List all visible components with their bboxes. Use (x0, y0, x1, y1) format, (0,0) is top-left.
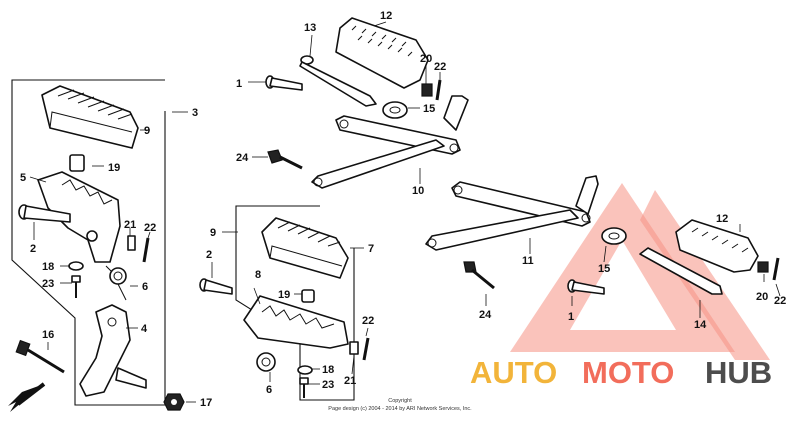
callout-24-top: 24 (236, 152, 249, 164)
pin-left-21 (127, 235, 136, 251)
callout-14: 14 (694, 319, 707, 331)
callout-21-left: 21 (124, 219, 136, 231)
callout-9-left: 9 (144, 125, 150, 137)
callout-9-mid: 9 (210, 227, 216, 239)
bolt-top-1 (265, 75, 303, 91)
callout-6-mid: 6 (266, 384, 272, 396)
callout-7: 7 (368, 243, 374, 255)
logo-triangle (510, 183, 735, 352)
right-assembly (425, 175, 780, 295)
washer-top-15 (382, 101, 408, 119)
copyright-notice: Copyright Page design (c) 2004 - 2014 by… (328, 398, 472, 412)
footpeg-rubber-right (675, 219, 759, 273)
logo-part-moto: MOTO (582, 355, 674, 390)
callout-20-top: 20 (420, 53, 432, 65)
copyright-line: Page design (c) 2004 - 2014 by ARI Netwo… (328, 406, 472, 412)
pin-top-13 (299, 55, 377, 107)
leader-lines (29, 21, 781, 403)
callout-23-left: 23 (42, 278, 54, 290)
pin-mid (199, 278, 233, 295)
pin-left (18, 204, 71, 223)
front-direction-arrow-icon (8, 382, 46, 412)
callout-22-left: 22 (144, 222, 156, 234)
callout-17: 17 (200, 397, 212, 409)
nut-left-17 (163, 393, 185, 411)
callout-22-mid: 22 (362, 315, 374, 327)
collar-mid (301, 289, 315, 303)
collar-left (69, 154, 85, 172)
watermark-logo (510, 183, 770, 360)
callout-4: 4 (141, 323, 148, 335)
bolt-right-1 (567, 279, 605, 295)
cotter-top-22 (435, 79, 442, 101)
callout-1-right: 1 (568, 311, 574, 323)
callout-20-right: 20 (756, 291, 768, 303)
pin-mid-21 (349, 341, 359, 355)
footpeg-rubber-top (335, 17, 429, 89)
callout-15-right: 15 (598, 263, 610, 275)
bolt-mid-23 (299, 377, 309, 398)
callout-10: 10 (412, 185, 424, 197)
bolt-top-24 (267, 149, 303, 170)
callout-3: 3 (192, 107, 198, 119)
washer-right-15 (601, 227, 627, 245)
callout-12-right: 12 (716, 213, 728, 225)
pin-top-20 (421, 83, 433, 97)
callout-24-right: 24 (479, 309, 492, 321)
washer-left (68, 261, 84, 271)
callout-15-top: 15 (423, 103, 435, 115)
callout-21-mid: 21 (344, 375, 356, 387)
footpeg-bar-right-11 (425, 175, 599, 251)
logo-part-hub: HUB (705, 355, 772, 390)
top-assembly (265, 17, 469, 189)
footpeg-rubber-mid (261, 217, 349, 279)
washer-mid (297, 365, 313, 375)
logo-wordmark: AUTO MOTO HUB (470, 355, 772, 390)
callout-18-mid: 18 (322, 364, 334, 376)
pin-right-14 (639, 247, 723, 295)
middle-assembly (199, 205, 370, 401)
bracket-left-4 (79, 304, 147, 397)
callout-12-top: 12 (380, 10, 392, 22)
logo-part-auto: AUTO (470, 355, 557, 390)
callout-18-left: 18 (42, 261, 54, 273)
callout-19-left: 19 (108, 162, 120, 174)
pin-right-20 (757, 261, 769, 273)
footpeg-rubber-left (41, 85, 139, 149)
bolt-left-16 (15, 339, 65, 374)
footpeg-bar-top-10 (311, 95, 469, 189)
callout-19-mid: 19 (278, 289, 290, 301)
spring-left (105, 265, 127, 301)
callout-2-left: 2 (30, 243, 36, 255)
spring-mid (256, 352, 276, 372)
footpeg-mid-8 (243, 295, 349, 349)
callout-5: 5 (20, 172, 26, 184)
callout-11: 11 (522, 255, 534, 267)
left-assembly (8, 79, 185, 412)
callout-13: 13 (304, 22, 316, 34)
copyright-title: Copyright (388, 398, 412, 404)
cotter-left-22 (142, 237, 150, 263)
callout-1-top: 1 (236, 78, 242, 90)
cotter-mid-22 (362, 337, 370, 361)
callout-23-mid: 23 (322, 379, 334, 391)
callout-8: 8 (255, 269, 261, 281)
callout-labels: 3 9 19 5 2 21 22 18 23 6 4 16 17 1 13 12… (20, 10, 786, 409)
callout-22-top: 22 (434, 61, 446, 73)
callout-16: 16 (42, 329, 54, 341)
cotter-right-22 (772, 257, 780, 281)
bolt-right-24 (463, 261, 495, 290)
callout-6-left: 6 (142, 281, 148, 293)
bolt-left-23 (71, 275, 81, 298)
callout-2-mid: 2 (206, 249, 212, 261)
callout-22-right: 22 (774, 295, 786, 307)
